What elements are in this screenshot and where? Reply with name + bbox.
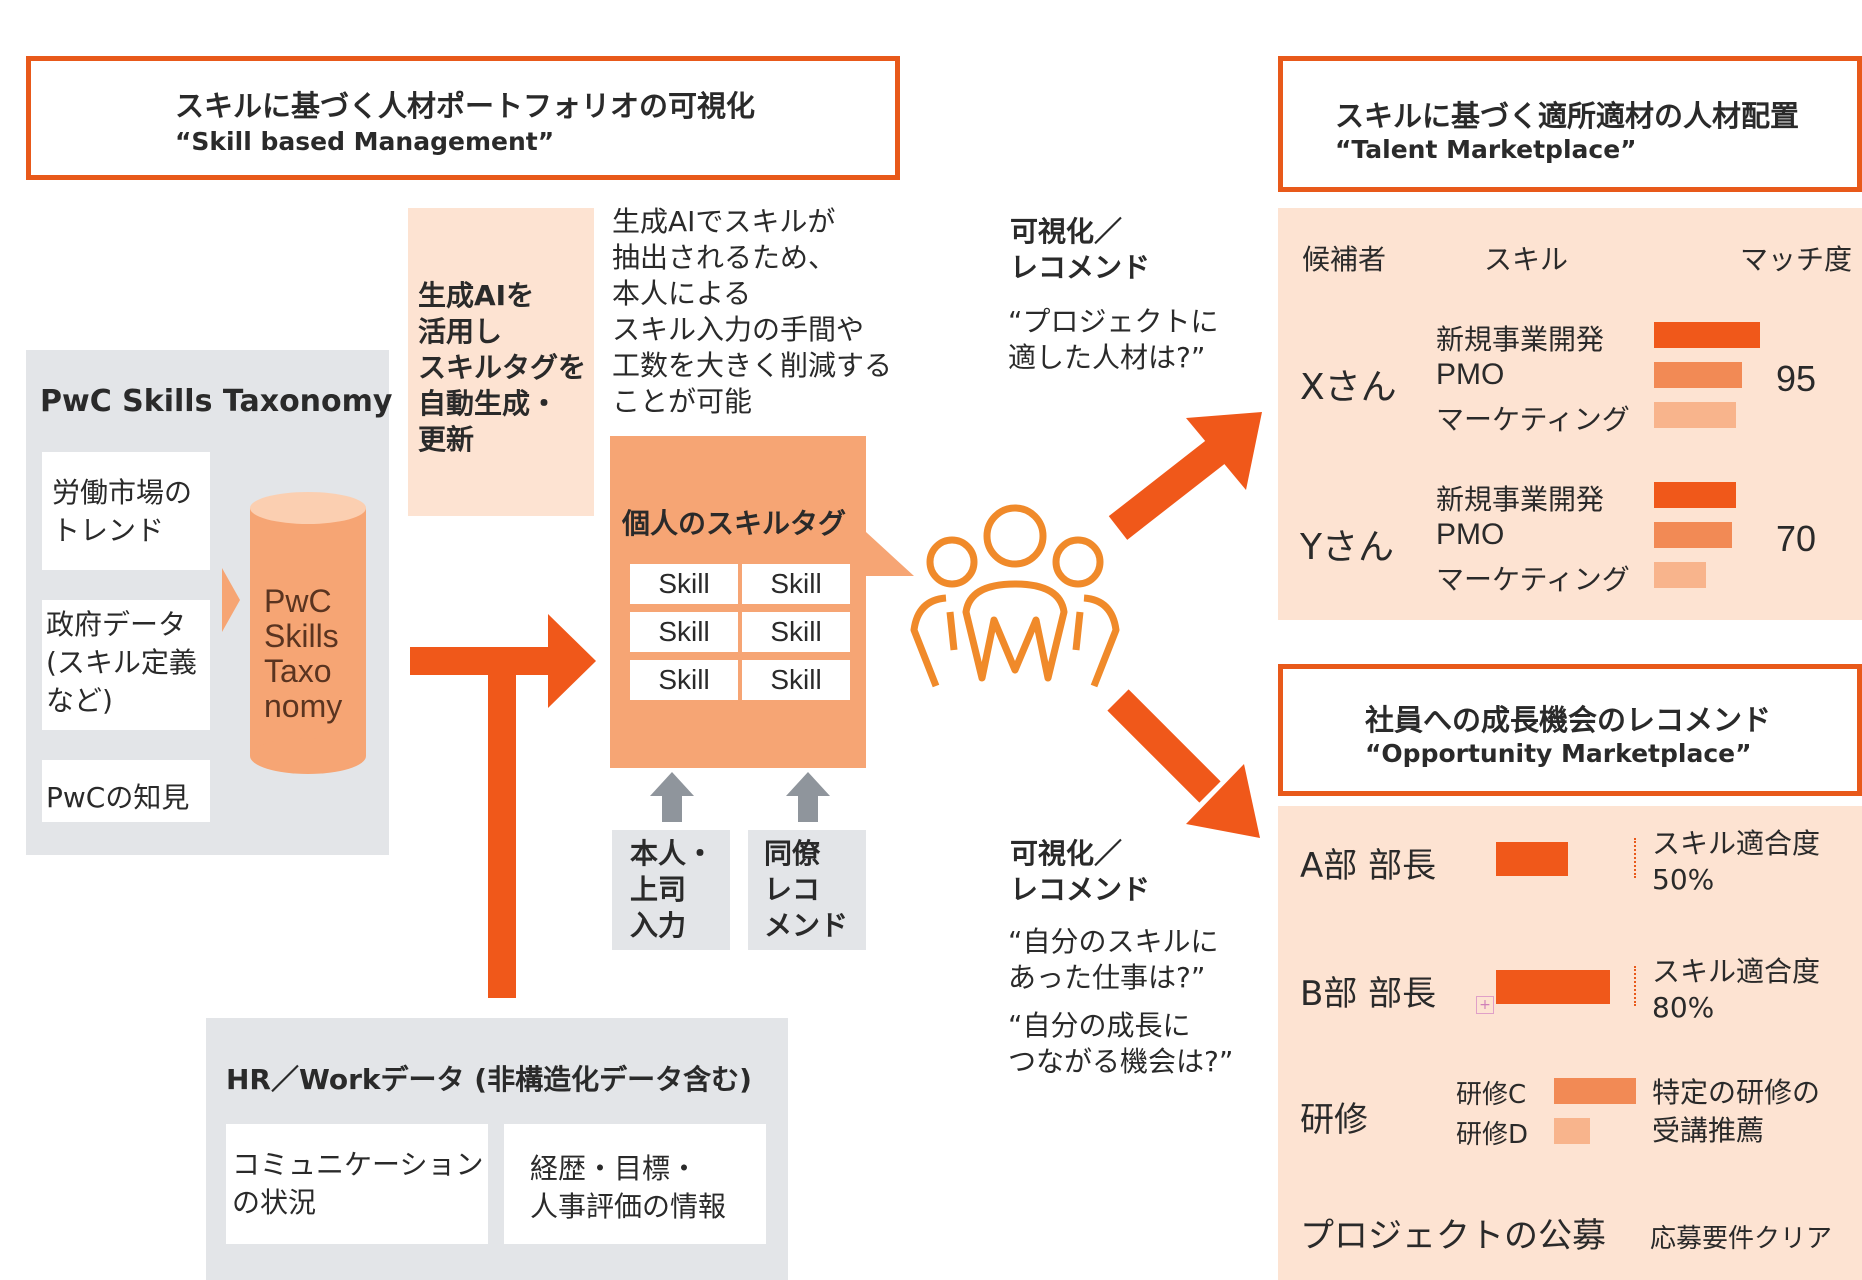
cylinder-label: PwC Skills Taxo nomy xyxy=(264,583,343,724)
upper-recommend-label: 可視化／ レコメンド xyxy=(1010,215,1151,284)
source-box-market-trend xyxy=(42,452,210,570)
opportunity-row-name: A部 部長 xyxy=(1300,846,1437,886)
hr-data-title: HR／Workデータ (非構造化データ含む) xyxy=(226,1063,752,1096)
skill-bar xyxy=(1654,482,1736,508)
input-self-manager: 本人・ 上司 入力 xyxy=(630,837,715,942)
candidate-skill: 新規事業開発 xyxy=(1436,323,1605,356)
opportunity-row-note: スキル適合度 80% xyxy=(1652,955,1821,1024)
note-bracket xyxy=(1634,838,1636,878)
talent-header-match: マッチ度 xyxy=(1740,243,1853,276)
candidate-skill: マーケティング xyxy=(1436,563,1630,596)
hr-item-career: 経歴・目標・ 人事評価の情報 xyxy=(530,1152,727,1223)
ai-generation-text: 生成AIを 活用し スキルタグを 自動生成・ 更新 xyxy=(418,279,587,456)
skill-tag-cell: Skill xyxy=(742,564,850,604)
people-group-icon xyxy=(910,504,1120,688)
opportunity-row-note: スキル適合度 50% xyxy=(1652,827,1821,896)
input-box-self-manager xyxy=(612,830,730,950)
hr-item-communication: コミュニケーション の状況 xyxy=(232,1148,484,1219)
source-pwc-knowledge: PwCの知見 xyxy=(46,781,190,814)
lower-recommend-question-2: “自分の成長に つながる機会は?” xyxy=(1008,1009,1234,1078)
skill-tag-cell: Skill xyxy=(742,660,850,700)
candidate-match-score: 70 xyxy=(1776,518,1817,559)
ai-generation-box xyxy=(408,208,594,516)
talent-marketplace-title: スキルに基づく適所適材の人材配置 xyxy=(1335,99,1800,133)
opportunity-marketplace-panel xyxy=(1278,806,1862,1280)
training-item: 研修D xyxy=(1456,1120,1529,1150)
talent-marketplace-panel xyxy=(1278,208,1862,620)
source-box-government-data xyxy=(42,600,210,730)
candidate-skill: PMO xyxy=(1436,518,1505,551)
ai-generation-note: 生成AIでスキルが 抽出されるため、 本人による スキル入力の手間や 工数を大き… xyxy=(612,205,893,418)
input-peer-recommend: 同僚 レコ メンド xyxy=(764,837,849,942)
opportunity-row-note: 応募要件クリア xyxy=(1650,1224,1833,1254)
candidate-skill: マーケティング xyxy=(1436,403,1630,436)
opportunity-marketplace-subtitle: “Opportunity Marketplace” xyxy=(1365,739,1752,768)
talent-marketplace-subtitle: “Talent Marketplace” xyxy=(1335,135,1637,164)
candidate-skill: PMO xyxy=(1436,358,1505,391)
source-government-data: 政府データ (スキル定義 など) xyxy=(46,608,197,717)
source-box-pwc-knowledge xyxy=(42,760,210,822)
note-bracket xyxy=(1634,966,1636,1006)
skill-bar xyxy=(1654,562,1706,588)
candidate-name: Yさん xyxy=(1300,527,1394,568)
taxonomy-header: PwC Skills Taxonomy xyxy=(40,384,393,419)
talent-marketplace-title-box: スキルに基づく適所適材の人材配置 “Talent Marketplace” xyxy=(1278,56,1862,192)
flow-arrow-to-skill-tag xyxy=(410,647,554,675)
training-bar xyxy=(1554,1078,1636,1104)
hr-item-box-career xyxy=(504,1124,766,1244)
plus-icon: + xyxy=(1476,996,1494,1014)
candidate-name: Xさん xyxy=(1300,367,1397,408)
input-box-peer xyxy=(748,830,866,950)
skill-tag-title: 個人のスキルタグ xyxy=(622,507,847,540)
training-item: 研修C xyxy=(1456,1080,1527,1110)
skill-management-subtitle: “Skill based Management” xyxy=(175,127,555,156)
opportunity-row-name: 研修 xyxy=(1300,1100,1368,1140)
opportunity-row-name: B部 部長 xyxy=(1300,974,1437,1014)
skill-bar xyxy=(1654,522,1732,548)
taxonomy-cylinder xyxy=(222,492,366,774)
hr-item-box-communication xyxy=(226,1124,488,1244)
opportunity-marketplace-title: 社員への成長機会のレコメンド xyxy=(1365,703,1772,737)
source-market-trend: 労働市場の トレンド xyxy=(52,476,193,547)
skill-tag-cell: Skill xyxy=(630,564,738,604)
candidate-skill: 新規事業開発 xyxy=(1436,483,1605,516)
skill-tag-cell: Skill xyxy=(630,612,738,652)
skill-bar xyxy=(1654,362,1742,388)
skill-management-title: スキルに基づく人材ポートフォリオの可視化 xyxy=(175,89,756,123)
fit-bar xyxy=(1496,970,1610,1004)
arrow-to-talent xyxy=(1108,438,1228,540)
opportunity-marketplace-title-box: 社員への成長機会のレコメンド “Opportunity Marketplace” xyxy=(1278,664,1862,796)
talent-header-candidate: 候補者 xyxy=(1302,243,1387,276)
lower-recommend-question-1: “自分のスキルに あった仕事は?” xyxy=(1008,925,1219,994)
skill-bar xyxy=(1654,322,1760,348)
skill-management-title-box: スキルに基づく人材ポートフォリオの可視化 “Skill based Manage… xyxy=(26,56,900,180)
candidate-match-score: 95 xyxy=(1776,358,1817,399)
fit-bar xyxy=(1496,842,1568,876)
input-arrow-up-icon xyxy=(650,772,694,822)
opportunity-row-name: プロジェクトの公募 xyxy=(1300,1216,1606,1256)
input-arrow-up-icon xyxy=(786,772,830,822)
training-bar xyxy=(1554,1118,1590,1144)
lower-recommend-label: 可視化／ レコメンド xyxy=(1010,837,1151,906)
talent-header-skill: スキル xyxy=(1484,243,1569,276)
skill-tag-cell: Skill xyxy=(742,612,850,652)
opportunity-row-note: 特定の研修の 受講推薦 xyxy=(1652,1076,1821,1147)
skill-bar xyxy=(1654,402,1736,428)
upper-recommend-question: “プロジェクトに 適した人材は?” xyxy=(1008,305,1219,374)
arrow-to-opportunity xyxy=(1107,689,1221,803)
source-to-cylinder-arrow xyxy=(222,568,240,632)
skill-tag-cell: Skill xyxy=(630,660,738,700)
hr-connector-line xyxy=(488,661,516,998)
